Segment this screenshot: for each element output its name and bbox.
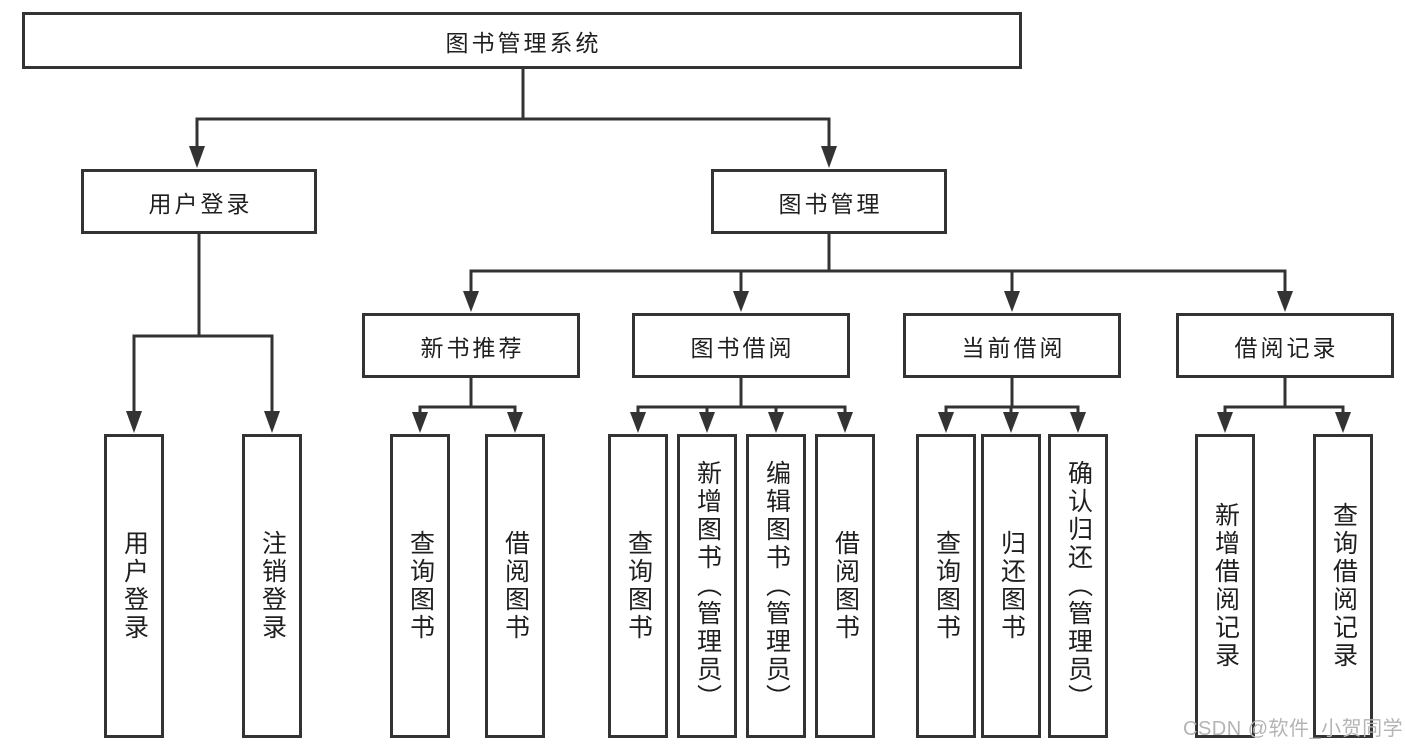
leaf-borrow-books: 借阅图书 [815, 434, 875, 738]
leaf-add-borrow-record-label: 新增借阅记录 [1211, 502, 1240, 670]
leaf-query-books-borrowing-label: 查询图书 [624, 530, 653, 642]
leaf-add-books-admin: 新增图书（管理员） [677, 434, 737, 738]
leaf-add-books-admin-label: 新增图书（管理员） [693, 460, 722, 712]
leaf-borrow-books-recommend: 借阅图书 [485, 434, 545, 738]
node-current-borrowing: 当前借阅 [903, 313, 1121, 378]
node-current-borrowing-label: 当前借阅 [961, 334, 1066, 361]
node-library-system-label: 图书管理系统 [445, 29, 602, 56]
connector-root-to-level2 [189, 66, 837, 168]
connector-book-management-to-level3 [463, 232, 1293, 312]
leaf-confirm-return-admin: 确认归还（管理员） [1048, 434, 1108, 738]
leaf-add-borrow-record: 新增借阅记录 [1195, 434, 1255, 738]
connector-borrowing-records-to-leaves [1217, 376, 1351, 433]
node-borrowing-records: 借阅记录 [1176, 313, 1394, 378]
leaf-return-books: 归还图书 [981, 434, 1041, 738]
leaf-user-login: 用户登录 [104, 434, 164, 738]
leaf-edit-books-admin: 编辑图书（管理员） [746, 434, 806, 738]
connector-user-login-to-leaves [126, 232, 280, 433]
leaf-edit-books-admin-label: 编辑图书（管理员） [762, 460, 791, 712]
leaf-user-login-label: 用户登录 [120, 530, 149, 642]
node-book-borrowing-label: 图书借阅 [690, 334, 795, 361]
watermark: CSDN @软件_小贺同学 [1183, 718, 1404, 740]
node-book-management: 图书管理 [711, 169, 947, 234]
node-new-book-recommend-label: 新书推荐 [420, 334, 525, 361]
node-new-book-recommend: 新书推荐 [362, 313, 580, 378]
leaf-return-books-label: 归还图书 [997, 530, 1026, 642]
leaf-borrow-books-label: 借阅图书 [831, 530, 860, 642]
node-user-login: 用户登录 [81, 169, 317, 234]
node-library-system: 图书管理系统 [22, 12, 1022, 69]
leaf-query-books-current-label: 查询图书 [932, 530, 961, 642]
leaf-logout: 注销登录 [242, 434, 302, 738]
leaf-query-books-borrowing: 查询图书 [608, 434, 668, 738]
node-book-management-label: 图书管理 [778, 190, 883, 217]
connector-book-borrowing-to-leaves [630, 376, 853, 433]
leaf-confirm-return-admin-label: 确认归还（管理员） [1064, 460, 1093, 712]
connector-new-book-recommend-to-leaves [412, 376, 523, 433]
leaf-query-books-recommend: 查询图书 [390, 434, 450, 738]
node-user-login-label: 用户登录 [148, 190, 253, 217]
node-book-borrowing: 图书借阅 [632, 313, 850, 378]
leaf-query-books-recommend-label: 查询图书 [406, 530, 435, 642]
leaf-logout-label: 注销登录 [258, 530, 287, 642]
leaf-query-borrow-record: 查询借阅记录 [1313, 434, 1373, 738]
node-borrowing-records-label: 借阅记录 [1234, 334, 1339, 361]
connector-current-borrowing-to-leaves [938, 376, 1086, 433]
leaf-borrow-books-recommend-label: 借阅图书 [501, 530, 530, 642]
leaf-query-books-current: 查询图书 [916, 434, 976, 738]
leaf-query-borrow-record-label: 查询借阅记录 [1329, 502, 1358, 670]
